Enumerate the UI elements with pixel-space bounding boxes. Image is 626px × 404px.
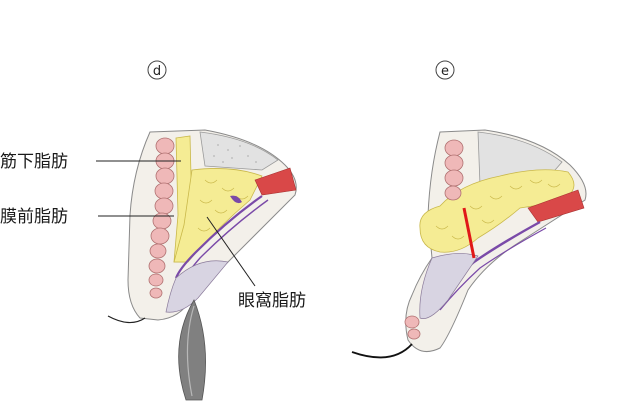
panel-d-purple-patch: [230, 195, 242, 204]
label-3: 眼窩脂肪: [238, 291, 306, 311]
panel-d-septum-upper: [174, 195, 263, 279]
panel-e-incision-line: [462, 207, 476, 259]
panel-e-fat-lobule-lines: [435, 179, 561, 240]
panel-d: d: [0, 60, 306, 401]
panel-e-red-tissue: [527, 189, 585, 223]
panel-d-bone-dots: [213, 144, 257, 163]
panel-e-muscle-lower: [404, 315, 421, 340]
label-1: 筋下脂肪: [0, 152, 68, 172]
panel-d-letter: d: [153, 64, 161, 79]
panel-d-red-tissue: [254, 167, 297, 196]
panel-e-muscle-upper: [444, 139, 464, 201]
panel-e-eyelash: [351, 343, 413, 359]
label-2: 膜前脂肪: [0, 207, 68, 227]
panel-e: e: [351, 60, 587, 359]
panel-d-lower-lid: [165, 260, 229, 313]
leader-label-3: [206, 216, 256, 287]
panel-e-septum-inner: [439, 227, 547, 311]
panel-d-circle: [147, 60, 167, 80]
panel-d-instrument: [178, 299, 206, 401]
panel-d-orbital-bone: [199, 131, 279, 171]
panel-e-letter: e: [441, 64, 449, 79]
panel-d-instrument-highlight: [186, 305, 195, 397]
panel-d-eyelash: [107, 315, 146, 324]
panel-e-lower-lid: [419, 253, 479, 319]
panel-e-circle: [435, 60, 455, 80]
